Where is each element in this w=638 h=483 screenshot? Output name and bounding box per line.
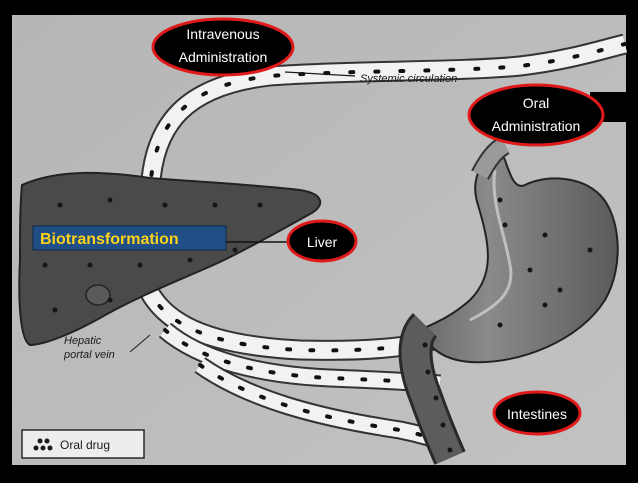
hepatic-portal-vein-label-line2: portal vein — [63, 349, 115, 361]
systemic-circulation-label: Systemic circulation — [360, 73, 457, 85]
stomach-organ — [418, 136, 619, 364]
oral-drug-dots-icon — [33, 438, 53, 451]
legend-box: Oral drug — [21, 429, 145, 459]
intravenous-administration-oval: Intravenous Administration — [151, 17, 295, 77]
systemic-circulation-vessel — [139, 33, 628, 202]
legend-label: Oral drug — [60, 438, 110, 452]
oral-line2: Administration — [492, 118, 581, 134]
biotransformation-banner: Biotransformation — [32, 225, 290, 251]
liver-label: Liver — [307, 234, 338, 250]
intestines-label: Intestines — [507, 406, 567, 422]
systemic-arrow — [284, 71, 356, 77]
intravenous-line1: Intravenous — [186, 26, 259, 42]
liver-oval: Liver — [286, 219, 358, 263]
intestines-oval: Intestines — [492, 390, 582, 436]
intestine-organ — [398, 312, 466, 465]
biotransformation-label: Biotransformation — [40, 231, 179, 248]
hepatic-portal-vein-label-line1: Hepatic — [64, 335, 102, 347]
oral-line1: Oral — [523, 95, 549, 111]
oral-administration-oval: Oral Administration — [467, 83, 605, 147]
liver-organ — [18, 171, 322, 347]
intravenous-line2: Administration — [179, 49, 268, 65]
hepatic-pointer — [129, 334, 151, 353]
